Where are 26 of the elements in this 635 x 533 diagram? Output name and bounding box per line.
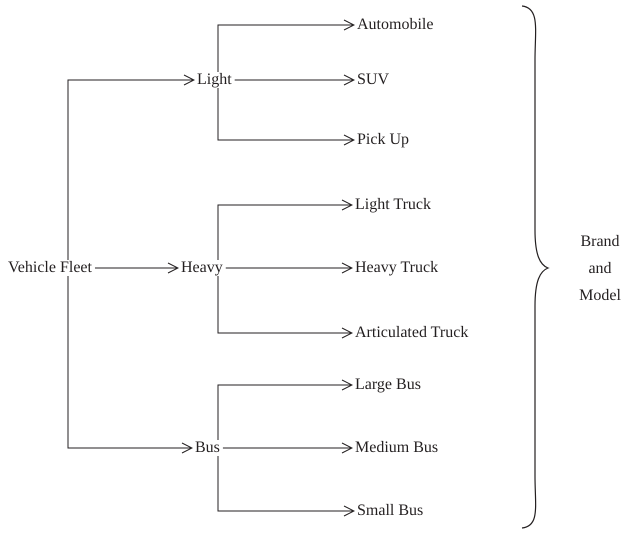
node-label: Light bbox=[194, 70, 235, 90]
arrow bbox=[225, 262, 352, 274]
node-label: Heavy bbox=[178, 258, 226, 278]
node-label: Pick Up bbox=[354, 130, 412, 150]
arrow bbox=[218, 380, 352, 440]
node-label: Small Bus bbox=[354, 501, 426, 521]
arrow bbox=[222, 442, 352, 454]
node-label: Heavy Truck bbox=[352, 258, 442, 278]
node-label: Light Truck bbox=[352, 195, 434, 215]
arrow bbox=[218, 276, 352, 338]
arrow bbox=[218, 88, 354, 146]
arrow bbox=[68, 74, 194, 260]
node-label: Vehicle Fleet bbox=[5, 258, 95, 278]
node-label: Bus bbox=[192, 438, 223, 458]
node-label: Large Bus bbox=[352, 375, 424, 395]
arrow bbox=[218, 456, 354, 516]
arrow bbox=[94, 262, 178, 274]
brace-label: Brand and Model bbox=[578, 232, 622, 306]
node-label: Articulated Truck bbox=[352, 323, 472, 343]
node-label: SUV bbox=[354, 70, 392, 90]
node-label: Medium Bus bbox=[352, 438, 442, 458]
arrow bbox=[218, 200, 352, 260]
arrow bbox=[68, 276, 192, 454]
node-label: Automobile bbox=[354, 15, 436, 35]
arrow bbox=[234, 74, 354, 86]
arrow bbox=[218, 20, 354, 72]
